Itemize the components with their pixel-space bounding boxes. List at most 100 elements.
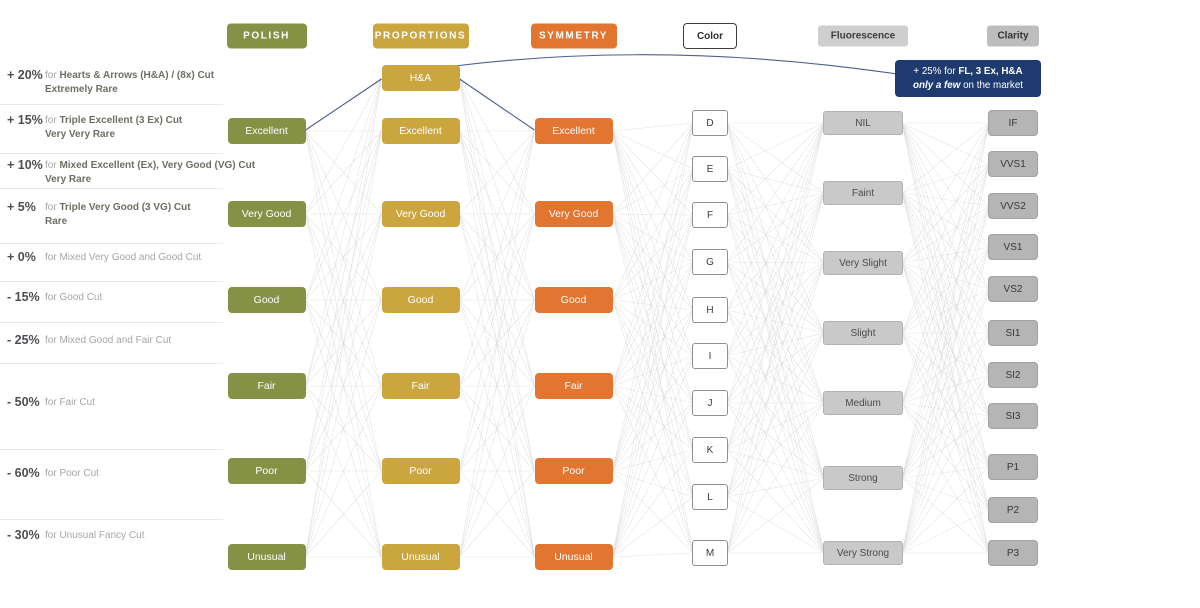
node-proportions-very-good: Very Good	[381, 201, 460, 227]
wire	[612, 213, 694, 498]
pricing-percentage: + 0%	[7, 250, 36, 264]
node-color-g: G	[692, 249, 728, 275]
node-proportions-excellent: Excellent	[381, 118, 460, 144]
wire	[612, 168, 694, 558]
premium-path-line	[459, 78, 535, 131]
wire	[726, 309, 825, 479]
wire	[612, 214, 694, 558]
wire	[612, 552, 694, 558]
wire	[612, 122, 694, 215]
wire	[305, 213, 382, 301]
wire	[612, 213, 694, 451]
node-fluorescence-medium: Medium	[823, 391, 903, 415]
wire	[612, 385, 694, 451]
wire	[901, 122, 990, 511]
wire	[726, 122, 825, 357]
wire	[901, 332, 990, 554]
wire	[726, 192, 825, 263]
wire	[901, 192, 990, 468]
node-clarity-si3: SI3	[988, 403, 1038, 429]
wire	[901, 192, 990, 554]
wire	[612, 496, 694, 558]
wire	[901, 205, 990, 554]
wire	[901, 415, 990, 479]
pricing-description: for Poor Cut	[45, 468, 99, 479]
wire	[901, 192, 990, 511]
wire	[901, 262, 990, 376]
wire	[612, 168, 694, 301]
pricing-percentage: + 15%	[7, 113, 43, 127]
wire	[305, 213, 382, 558]
node-clarity-vs1: VS1	[988, 234, 1038, 260]
node-clarity-vs2: VS2	[988, 276, 1038, 302]
wire	[612, 385, 694, 554]
wire	[612, 168, 694, 472]
node-color-h: H	[692, 297, 728, 323]
wire	[612, 385, 694, 498]
node-symmetry-poor: Poor	[534, 458, 613, 484]
wire	[305, 77, 382, 558]
pricing-description: for Good Cut	[45, 292, 103, 303]
wire	[726, 122, 825, 479]
wire	[612, 130, 694, 311]
row-divider	[0, 519, 223, 520]
wire	[726, 214, 825, 479]
node-clarity-if: IF	[988, 110, 1038, 136]
node-fluorescence-very-slight: Very Slight	[823, 251, 903, 275]
pricing-percentage: + 10%	[7, 158, 43, 172]
wire	[901, 246, 990, 264]
wire	[901, 288, 990, 404]
wire	[901, 415, 990, 554]
premium-path-line	[305, 78, 382, 131]
wire	[901, 163, 990, 334]
node-clarity-vvs2: VVS2	[988, 193, 1038, 219]
wire	[612, 309, 694, 387]
wire	[901, 332, 990, 376]
node-clarity-si2: SI2	[988, 362, 1038, 388]
wire	[726, 192, 825, 311]
node-polish-excellent: Excellent	[227, 118, 306, 144]
wire	[726, 122, 825, 263]
wire	[612, 299, 694, 498]
wire	[459, 130, 535, 301]
wire	[901, 163, 990, 404]
pricing-percentage: - 50%	[7, 395, 40, 409]
wire	[901, 402, 990, 417]
wire	[305, 77, 382, 301]
wire	[612, 402, 694, 558]
pricing-description: for Fair Cut	[45, 397, 96, 408]
wire	[612, 213, 694, 216]
node-color-e: E	[692, 156, 728, 182]
wire	[612, 261, 694, 472]
wire	[612, 213, 694, 404]
node-fluorescence-nil: NIL	[823, 111, 903, 135]
wire	[612, 402, 694, 472]
node-polish-unusual: Unusual	[227, 544, 306, 570]
wire	[726, 496, 825, 554]
wire	[726, 122, 825, 404]
wire	[612, 122, 694, 132]
node-fluorescence-faint: Faint	[823, 181, 903, 205]
wire	[612, 299, 694, 404]
wire	[901, 163, 990, 554]
pricing-percentage: + 5%	[7, 200, 36, 214]
wire	[726, 477, 825, 554]
wire	[726, 402, 825, 451]
wire	[305, 299, 382, 558]
premium-badge-line2: only a few on the market	[913, 79, 1023, 91]
wire	[901, 205, 990, 404]
wire	[459, 470, 535, 558]
wire	[726, 192, 825, 357]
wire	[612, 309, 694, 558]
node-color-i: I	[692, 343, 728, 369]
wire	[459, 130, 535, 558]
wire	[726, 332, 825, 554]
node-color-j: J	[692, 390, 728, 416]
wire	[459, 299, 535, 558]
row-divider	[0, 243, 223, 244]
wire	[612, 130, 694, 357]
wire	[901, 246, 990, 404]
wire	[901, 402, 990, 511]
wire	[612, 261, 694, 387]
